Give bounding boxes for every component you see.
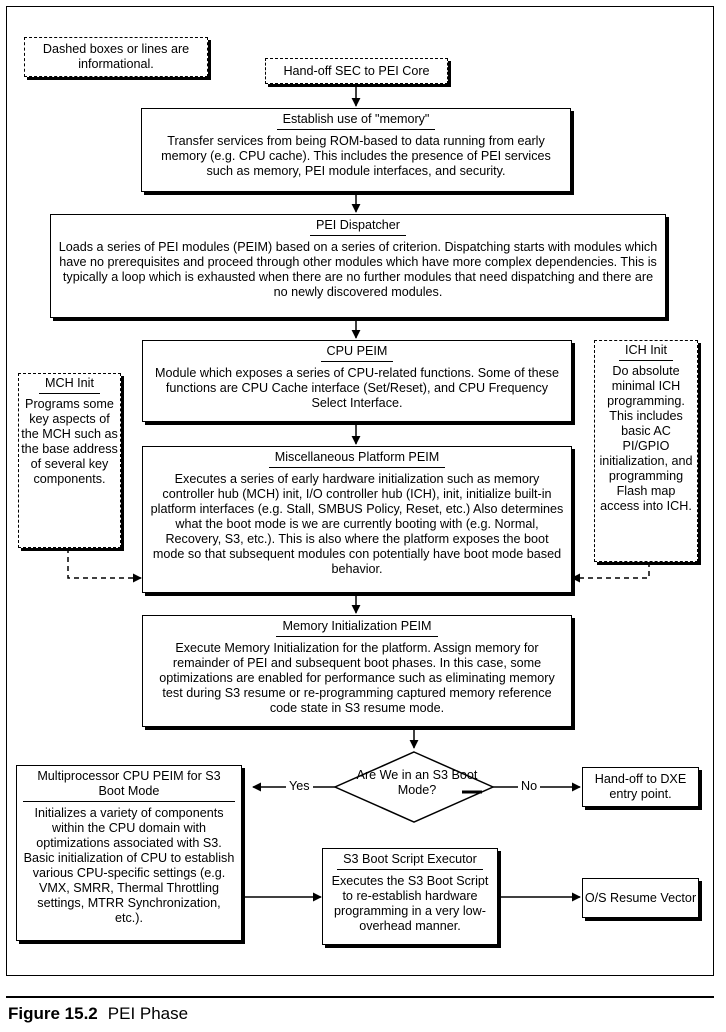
handoff-dxe-box: Hand-off to DXE entry point. bbox=[582, 767, 699, 807]
cpu-peim-title: CPU PEIM bbox=[320, 344, 394, 362]
ich-init-box: ICH Init Do absolute minimal ICH program… bbox=[594, 340, 698, 562]
cpu-peim-body: Module which exposes a series of CPU-rel… bbox=[155, 366, 559, 410]
figure-number: Figure 15.2 bbox=[8, 1004, 98, 1023]
memory-init-peim-body: Execute Memory Initialization for the pl… bbox=[159, 641, 555, 715]
establish-memory-body: Transfer services from being ROM-based t… bbox=[161, 134, 551, 178]
diagram-frame bbox=[6, 6, 714, 976]
decision-diamond bbox=[333, 751, 495, 823]
memory-init-peim-box: Memory Initialization PEIM Execute Memor… bbox=[142, 615, 572, 727]
decision-text: Are We in an S3 Boot Mode? bbox=[356, 768, 478, 797]
figure-title: PEI Phase bbox=[107, 1004, 189, 1023]
mp-cpu-peim-box: Multiprocessor CPU PEIM for S3 Boot Mode… bbox=[16, 765, 242, 941]
legend-box: Dashed boxes or lines are informational. bbox=[24, 37, 208, 77]
mp-cpu-peim-title: Multiprocessor CPU PEIM for S3 Boot Mode bbox=[23, 769, 235, 802]
handoff-dxe-text: Hand-off to DXE entry point. bbox=[594, 772, 687, 801]
establish-memory-box: Establish use of "memory" Transfer servi… bbox=[141, 108, 571, 192]
pei-dispatcher-title: PEI Dispatcher bbox=[310, 218, 406, 236]
s3-boot-script-body: Executes the S3 Boot Script to re-establ… bbox=[331, 874, 489, 933]
pei-dispatcher-box: PEI Dispatcher Loads a series of PEI mod… bbox=[50, 214, 666, 318]
handoff-sec-text: Hand-off SEC to PEI Core bbox=[283, 63, 430, 78]
handoff-sec-box: Hand-off SEC to PEI Core bbox=[265, 58, 448, 84]
mch-init-box: MCH Init Programs some key aspects of th… bbox=[18, 373, 121, 548]
mch-init-body: Programs some key aspects of the MCH suc… bbox=[21, 397, 118, 486]
pei-dispatcher-body: Loads a series of PEI modules (PEIM) bas… bbox=[58, 240, 658, 299]
misc-platform-peim-body: Executes a series of early hardware init… bbox=[150, 472, 564, 576]
caption-rule bbox=[6, 996, 714, 998]
misc-platform-peim-box: Miscellaneous Platform PEIM Executes a s… bbox=[142, 446, 572, 593]
misc-platform-peim-title: Miscellaneous Platform PEIM bbox=[268, 450, 446, 468]
dashed-arrow-mch-to-misc bbox=[67, 548, 142, 583]
dashed-arrow-ich-to-misc bbox=[571, 562, 650, 583]
no-label: No bbox=[518, 779, 541, 793]
cpu-peim-box: CPU PEIM Module which exposes a series o… bbox=[142, 340, 572, 422]
s3-boot-script-title: S3 Boot Script Executor bbox=[337, 852, 483, 870]
yes-label: Yes bbox=[286, 779, 313, 793]
mp-cpu-peim-body: Initializes a variety of components with… bbox=[23, 806, 235, 925]
s3-boot-script-box: S3 Boot Script Executor Executes the S3 … bbox=[322, 848, 498, 945]
os-resume-text: O/S Resume Vector bbox=[584, 890, 697, 905]
figure-caption: Figure 15.2 PEI Phase bbox=[8, 1004, 188, 1024]
ich-init-title: ICH Init bbox=[619, 343, 673, 361]
os-resume-box: O/S Resume Vector bbox=[582, 878, 699, 918]
memory-init-peim-title: Memory Initialization PEIM bbox=[276, 619, 438, 637]
establish-memory-title: Establish use of "memory" bbox=[276, 112, 436, 130]
ich-init-body: Do absolute minimal ICH programming. Thi… bbox=[599, 364, 693, 513]
legend-text: Dashed boxes or lines are informational. bbox=[42, 42, 190, 71]
mch-init-title: MCH Init bbox=[39, 376, 100, 394]
